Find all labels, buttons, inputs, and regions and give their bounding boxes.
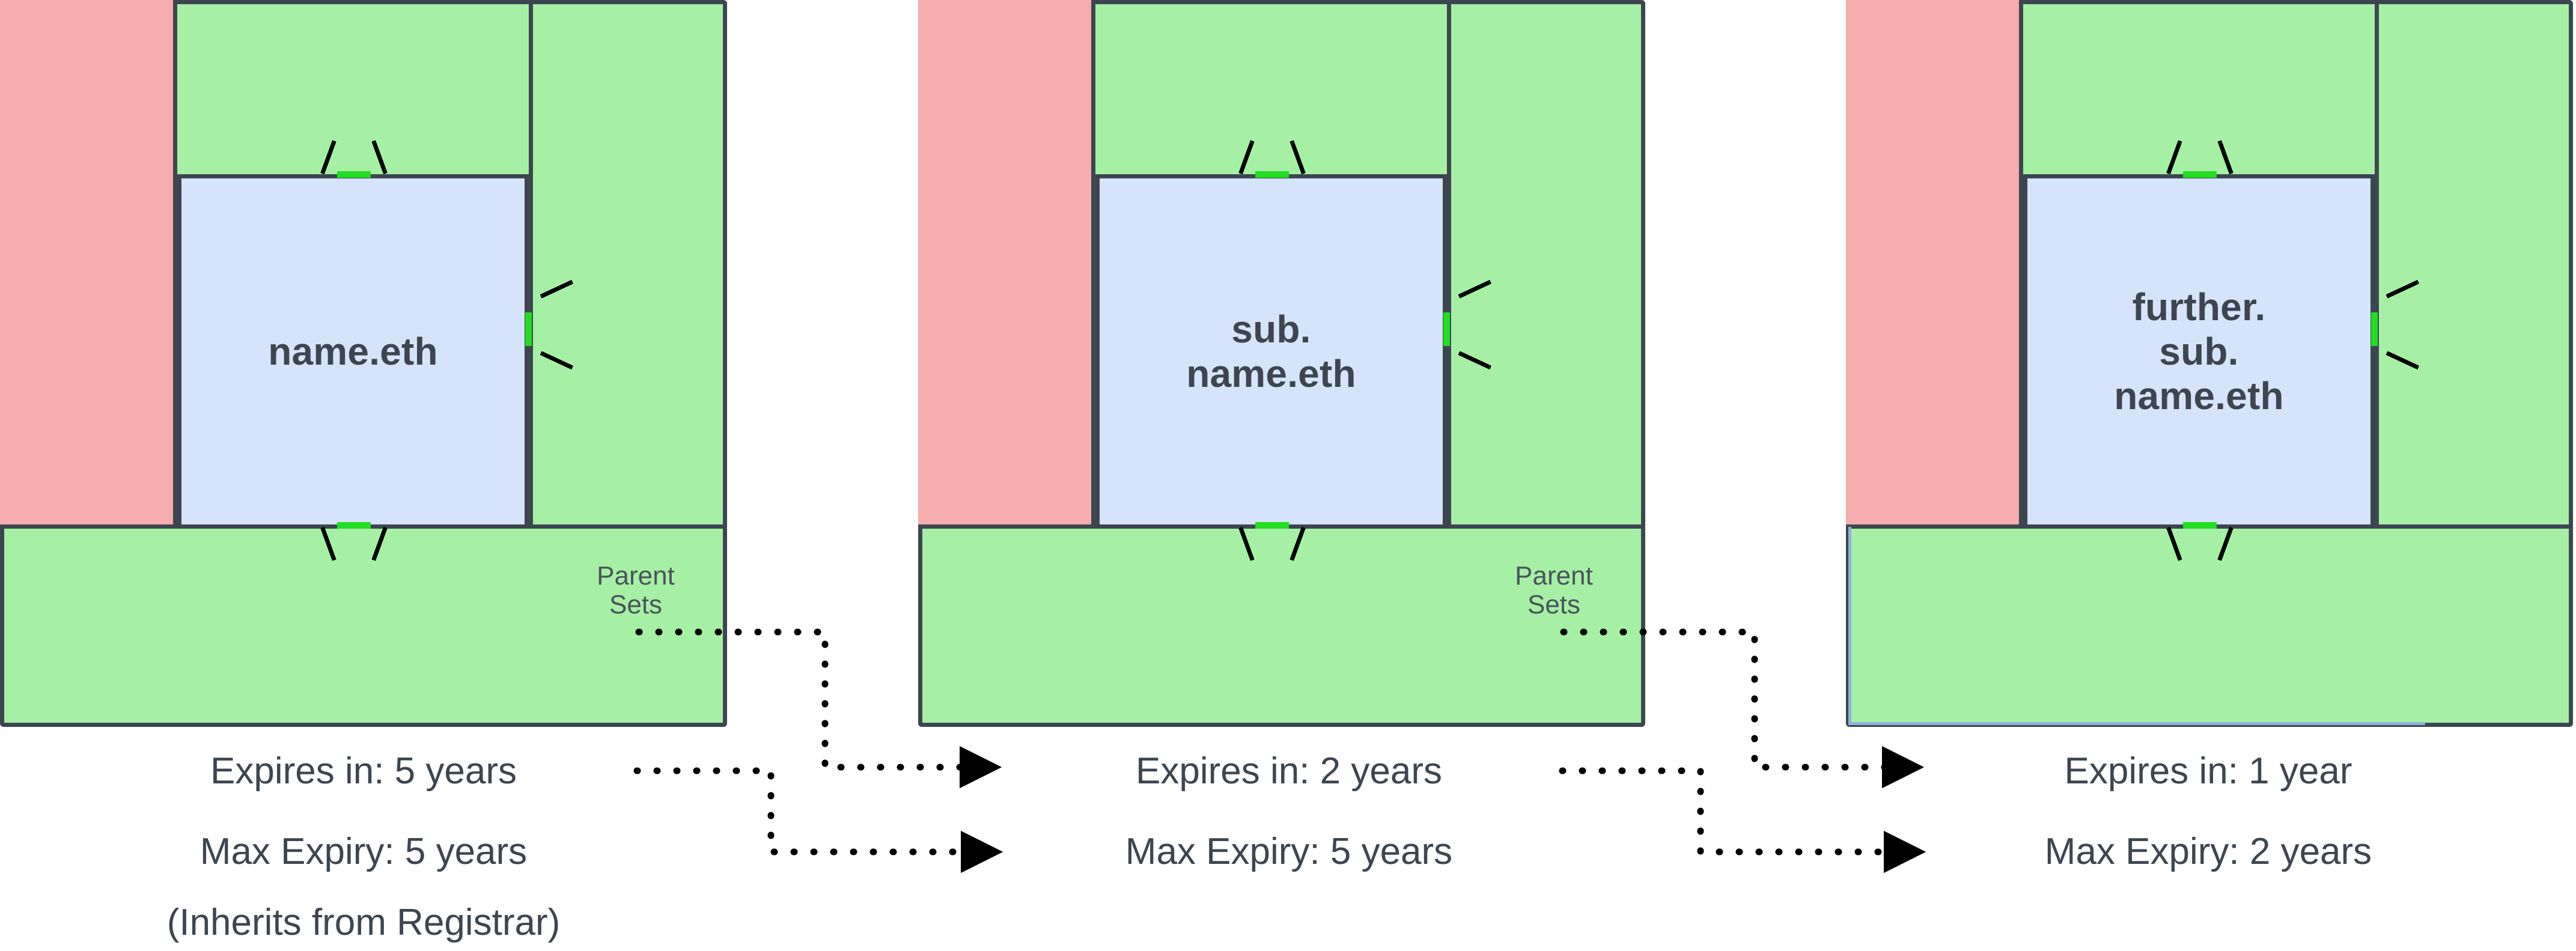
panel-name-eth: name.eth Parent Sets — [0, 0, 727, 727]
pink-region — [918, 0, 1095, 529]
fuse-accent-right-icon — [2371, 312, 2378, 346]
vertical-divider — [1447, 0, 1451, 529]
pink-region — [1846, 0, 2023, 529]
name-box: sub. name.eth — [1095, 174, 1447, 529]
parent-sets-line-2: Sets — [1527, 589, 1581, 619]
vertical-divider — [529, 0, 533, 529]
connector-expires-2 — [1559, 767, 1926, 874]
fuse-accent-bottom-icon — [1255, 522, 1289, 529]
parent-sets-label: Parent Sets — [582, 562, 690, 619]
fuse-accent-top-icon — [337, 171, 371, 178]
name-label: further. sub. name.eth — [2114, 285, 2284, 419]
connector-parent-sets-2 — [1560, 628, 1925, 789]
panel-further-sub-name-eth: further. sub. name.eth — [1846, 0, 2573, 727]
name-line-1: sub. — [1231, 307, 1311, 351]
name-line-2: name.eth — [1186, 352, 1356, 395]
panel-1-note: (Inherits from Registrar) — [166, 902, 561, 943]
parent-sets-line-2: Sets — [609, 589, 663, 619]
parent-sets-line-1: Parent — [1515, 561, 1593, 591]
panel-1-max-expiry: Max Expiry: 5 years — [199, 831, 528, 872]
parent-sets-label: Parent Sets — [1500, 562, 1608, 619]
fuse-accent-bottom-icon — [337, 522, 371, 529]
vertical-divider — [2375, 0, 2379, 529]
name-line-1: further. — [2132, 285, 2266, 329]
parent-sets-line-1: Parent — [597, 561, 675, 591]
panel-1-expires-in: Expires in: 5 years — [210, 750, 517, 792]
fuse-accent-right-icon — [1443, 312, 1450, 346]
pink-region — [0, 0, 177, 529]
panel-3-expires-in: Expires in: 1 year — [2064, 750, 2352, 792]
connector-expires-1 — [633, 767, 1003, 874]
name-box: further. sub. name.eth — [2023, 174, 2375, 529]
name-label: name.eth — [268, 329, 438, 373]
panel-2-max-expiry: Max Expiry: 5 years — [1125, 831, 1453, 872]
connector-parent-sets-1 — [635, 628, 1002, 789]
name-label: sub. name.eth — [1186, 307, 1356, 396]
name-line-2: sub. — [2159, 329, 2239, 373]
fuse-accent-top-icon — [1255, 171, 1289, 178]
name-line-3: name.eth — [2114, 374, 2284, 418]
panel-3-max-expiry: Max Expiry: 2 years — [2044, 831, 2372, 872]
fuse-accent-bottom-icon — [2183, 522, 2217, 529]
fuse-accent-right-icon — [525, 312, 532, 346]
fuse-accent-top-icon — [2183, 171, 2217, 178]
panel-sub-name-eth: sub. name.eth Parent Sets — [918, 0, 1645, 727]
panel-2-expires-in: Expires in: 2 years — [1136, 750, 1442, 792]
